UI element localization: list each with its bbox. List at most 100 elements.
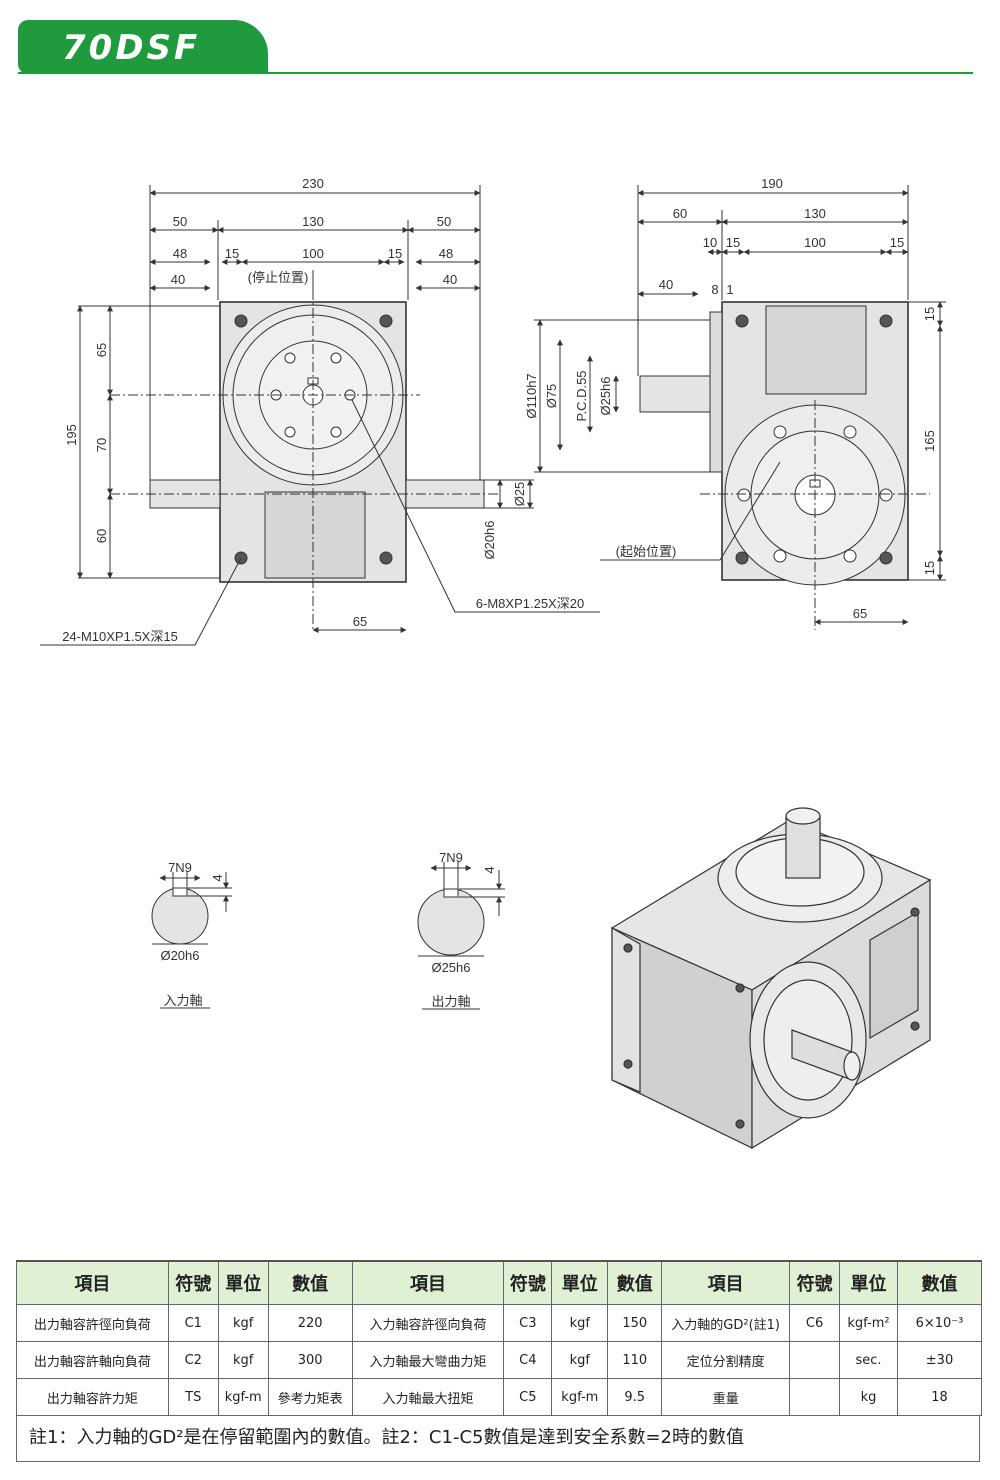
dim-15-bottom: 15 <box>922 561 937 575</box>
dim-dia25: Ø25 <box>512 482 527 507</box>
table-note: 註1：入力軸的GD²是在停留範圍內的數值。註2：C1-C5數值是達到安全系數=2… <box>16 1416 980 1462</box>
dim-50-right: 50 <box>437 214 451 229</box>
table-row: 出力軸容許軸向負荷 C2 kgf 300 入力軸最大彎曲力矩 C4 kgf 11… <box>16 1341 982 1379</box>
table-cell: 6×10⁻³ <box>897 1304 982 1342</box>
spec-table-wrap: 項目 符號 單位 數值 項目 符號 單位 數值 項目 符號 單位 數值 出力軸容… <box>16 1260 982 1462</box>
col-symbol-2: 符號 <box>503 1260 553 1305</box>
input-shaft-section <box>151 872 232 1009</box>
callout-taps: 6-M8XP1.25X深20 <box>476 596 584 611</box>
dim-50-left: 50 <box>173 214 187 229</box>
table-cell: C5 <box>503 1378 553 1416</box>
table-cell: 110 <box>607 1341 663 1379</box>
col-symbol-3: 符號 <box>789 1260 841 1305</box>
dim-8: 8 <box>711 282 718 297</box>
table-cell: 18 <box>897 1378 982 1416</box>
col-unit-2: 單位 <box>551 1260 609 1305</box>
table-row: 出力軸容許力矩 TS kgf-m 參考力矩表 入力軸最大扭矩 C5 kgf-m … <box>16 1378 982 1416</box>
table-cell: kgf <box>217 1341 269 1379</box>
table-cell: C1 <box>167 1304 219 1342</box>
input-key-depth: 4 <box>210 874 225 881</box>
col-unit-1: 單位 <box>217 1260 269 1305</box>
dim-60-v: 60 <box>94 529 109 543</box>
col-symbol-1: 符號 <box>167 1260 219 1305</box>
table-cell: 出力軸容許軸向負荷 <box>16 1341 169 1379</box>
output-shaft-label: 出力軸 <box>431 994 470 1009</box>
dim-15-top: 15 <box>922 307 937 321</box>
table-cell: kgf-m <box>217 1378 269 1416</box>
dim-40-right: 40 <box>443 272 457 287</box>
dim-100-side: 100 <box>804 235 826 250</box>
technical-drawing: 230 50 130 50 48 15 100 15 48 40 40 (停止位… <box>40 176 946 1150</box>
table-cell: C3 <box>503 1304 553 1342</box>
dim-190: 190 <box>761 176 783 191</box>
dim-15-a: 15 <box>726 235 740 250</box>
dim-130: 130 <box>302 214 324 229</box>
front-view <box>40 185 600 646</box>
table-cell: kgf-m² <box>839 1304 898 1342</box>
table-cell: 參考力矩表 <box>267 1378 353 1416</box>
dim-48-right: 48 <box>439 246 453 261</box>
col-item-3: 項目 <box>661 1260 791 1305</box>
output-shaft-section <box>417 862 505 1010</box>
table-cell: 9.5 <box>607 1378 663 1416</box>
table-cell: kg <box>839 1378 898 1416</box>
dim-100: 100 <box>302 246 324 261</box>
dim-65-side: 65 <box>853 606 867 621</box>
col-item-1: 項目 <box>16 1260 169 1305</box>
front-dimension-labels: 230 50 130 50 48 15 100 15 48 40 40 (停止位… <box>62 176 584 644</box>
input-shaft-label: 入力軸 <box>163 993 202 1008</box>
table-cell: 出力軸容許徑向負荷 <box>16 1304 169 1342</box>
shaft-section-labels: 7N9 4 Ø20h6 入力軸 7N9 4 Ø25h6 出力軸 <box>160 850 497 1009</box>
col-item-2: 項目 <box>351 1260 505 1305</box>
dim-15-b: 15 <box>890 235 904 250</box>
dim-70-v: 70 <box>94 438 109 452</box>
dim-230: 230 <box>302 176 324 191</box>
output-key-depth: 4 <box>482 866 497 873</box>
stop-position-label: (停止位置) <box>248 270 309 285</box>
side-view <box>534 185 946 630</box>
dim-dia110h7: Ø110h7 <box>524 373 539 418</box>
table-cell: TS <box>167 1378 219 1416</box>
side-dimension-labels: 190 60 130 10 15 100 15 40 8 1 Ø110h7 Ø7… <box>524 176 937 621</box>
dim-dia20h6: Ø20h6 <box>482 520 497 559</box>
dim-195-v: 195 <box>64 424 79 446</box>
isometric-view <box>610 807 932 1150</box>
dim-15-left: 15 <box>225 246 239 261</box>
dim-65-v: 65 <box>94 343 109 357</box>
input-shaft-dia: Ø20h6 <box>160 948 199 963</box>
output-key-width: 7N9 <box>439 850 463 865</box>
table-cell: 入力軸容許徑向負荷 <box>351 1304 505 1342</box>
table-cell: 150 <box>607 1304 663 1342</box>
spec-table: 項目 符號 單位 數值 項目 符號 單位 數值 項目 符號 單位 數值 出力軸容… <box>16 1260 982 1416</box>
table-cell: kgf <box>217 1304 269 1342</box>
table-cell: C6 <box>789 1304 841 1342</box>
table-cell: 重量 <box>661 1378 791 1416</box>
dim-48-left: 48 <box>173 246 187 261</box>
table-cell: sec. <box>839 1341 898 1379</box>
table-cell: kgf <box>551 1304 609 1342</box>
spec-header-row: 項目 符號 單位 數值 項目 符號 單位 數值 項目 符號 單位 數值 <box>16 1260 982 1305</box>
start-position-label: (起始位置) <box>616 544 677 559</box>
table-cell: C4 <box>503 1341 553 1379</box>
table-cell: 定位分割精度 <box>661 1341 791 1379</box>
dim-dia75: Ø75 <box>544 384 559 409</box>
col-value-3: 數值 <box>897 1260 982 1305</box>
dim-15-right: 15 <box>388 246 402 261</box>
table-cell: 出力軸容許力矩 <box>16 1378 169 1416</box>
table-cell: 300 <box>267 1341 353 1379</box>
header-tab <box>18 20 268 74</box>
col-value-2: 數值 <box>607 1260 663 1305</box>
table-cell: kgf-m <box>551 1378 609 1416</box>
input-key-width: 7N9 <box>168 860 192 875</box>
dim-40-left: 40 <box>171 272 185 287</box>
table-cell: 入力軸最大扭矩 <box>351 1378 505 1416</box>
table-cell: 入力軸的GD²(註1) <box>661 1304 791 1342</box>
dim-40-side: 40 <box>659 277 673 292</box>
col-unit-3: 單位 <box>839 1260 898 1305</box>
table-cell <box>789 1341 841 1379</box>
table-cell: 220 <box>267 1304 353 1342</box>
table-row: 出力軸容許徑向負荷 C1 kgf 220 入力軸容許徑向負荷 C3 kgf 15… <box>16 1304 982 1342</box>
dim-10: 10 <box>703 235 717 250</box>
table-cell: C2 <box>167 1341 219 1379</box>
output-shaft-dia: Ø25h6 <box>431 960 470 975</box>
